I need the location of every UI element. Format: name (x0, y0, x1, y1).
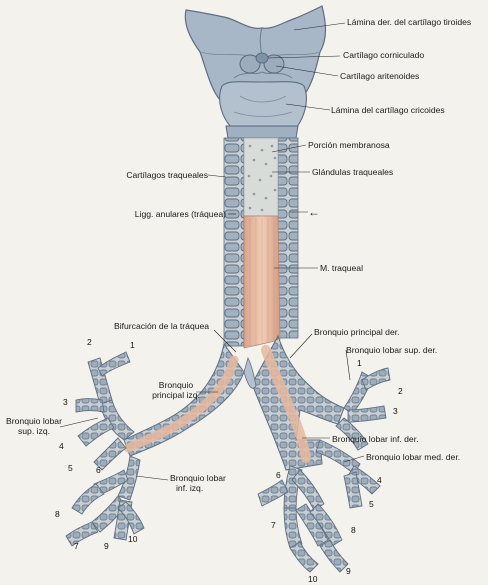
arrow-indicator: ← (308, 205, 320, 219)
leader-lines (59, 22, 365, 481)
left-bronchial-tree (65, 351, 145, 547)
segment-number-left: 5 (68, 463, 73, 473)
label-right-lower-lobar: Bronquio lobar inf. der. (332, 434, 419, 444)
segment-number-right: 7 (271, 520, 276, 530)
label-left-upper-lobar-line1: Bronquio lobar (6, 416, 62, 426)
segment-number-left: 3 (63, 397, 68, 407)
label-annular-ligaments: Ligg. anulares (tráquea) (134, 209, 226, 219)
label-left-upper-lobar: Bronquio lobar sup. izq. (6, 416, 62, 436)
segment-number-right: 10 (308, 574, 318, 584)
segment-number-right: 2 (398, 386, 403, 396)
right-bronchial-tree (257, 367, 391, 573)
segment-number-right: 4 (377, 475, 382, 485)
segment-number-right: 8 (351, 525, 356, 535)
label-tracheal-glands: Glándulas traqueales (312, 167, 394, 177)
label-left-lower-lobar-line2: inf. izq. (176, 483, 204, 493)
cricoid-cartilage (219, 81, 307, 129)
label-left-lower-lobar: Bronquio lobar inf. izq. (170, 473, 226, 493)
segment-number-right: 5 (369, 499, 374, 509)
label-left-main-bronchus-line2: principal izq. (152, 390, 200, 400)
larynx (184, 5, 327, 139)
segment-number-left: 9 (104, 541, 109, 551)
trachea (223, 137, 299, 349)
label-left-main-bronchus-line1: Bronquio (158, 380, 194, 390)
label-bifurcation: Bifurcación de la tráquea (114, 321, 210, 331)
label-tracheal-muscle: M. traqueal (320, 263, 363, 273)
segment-number-left: 7 (74, 541, 79, 551)
label-left-main-bronchus: Bronquio principal izq. (146, 380, 206, 400)
label-arytenoid: Cartílago aritenoides (340, 71, 420, 81)
main-bronchi (123, 334, 345, 471)
segment-number-left: 6 (96, 465, 101, 475)
label-membranous: Porción membranosa (308, 140, 390, 150)
label-tracheal-cartilages: Cartílagos traqueales (126, 170, 208, 180)
segment-number-right: 6 (276, 470, 281, 480)
label-right-upper-lobar: Bronquio lobar sup. der. (346, 345, 438, 355)
segment-number-right: 9 (346, 566, 351, 576)
segment-number-left: 2 (87, 337, 92, 347)
segment-number-left: 4 (59, 441, 64, 451)
label-corniculate: Cartílago corniculado (343, 50, 425, 60)
segment-number-left: 8 (55, 509, 60, 519)
label-left-lower-lobar-line1: Bronquio lobar (170, 473, 226, 483)
label-thyroid-lamina: Lámina der. del cartílago tiroides (347, 17, 472, 27)
segment-number-right: 1 (357, 358, 362, 368)
segment-number-right: 3 (393, 406, 398, 416)
label-left-upper-lobar-line2: sup. izq. (17, 426, 50, 436)
label-right-main-bronchus: Bronquio principal der. (314, 327, 400, 337)
segment-number-left: 10 (128, 534, 138, 544)
label-right-middle-lobar: Bronquio lobar med. der. (366, 452, 461, 462)
segment-number-left: 1 (130, 340, 135, 350)
label-cricoid-lamina: Lámina del cartílago cricoides (331, 105, 445, 115)
